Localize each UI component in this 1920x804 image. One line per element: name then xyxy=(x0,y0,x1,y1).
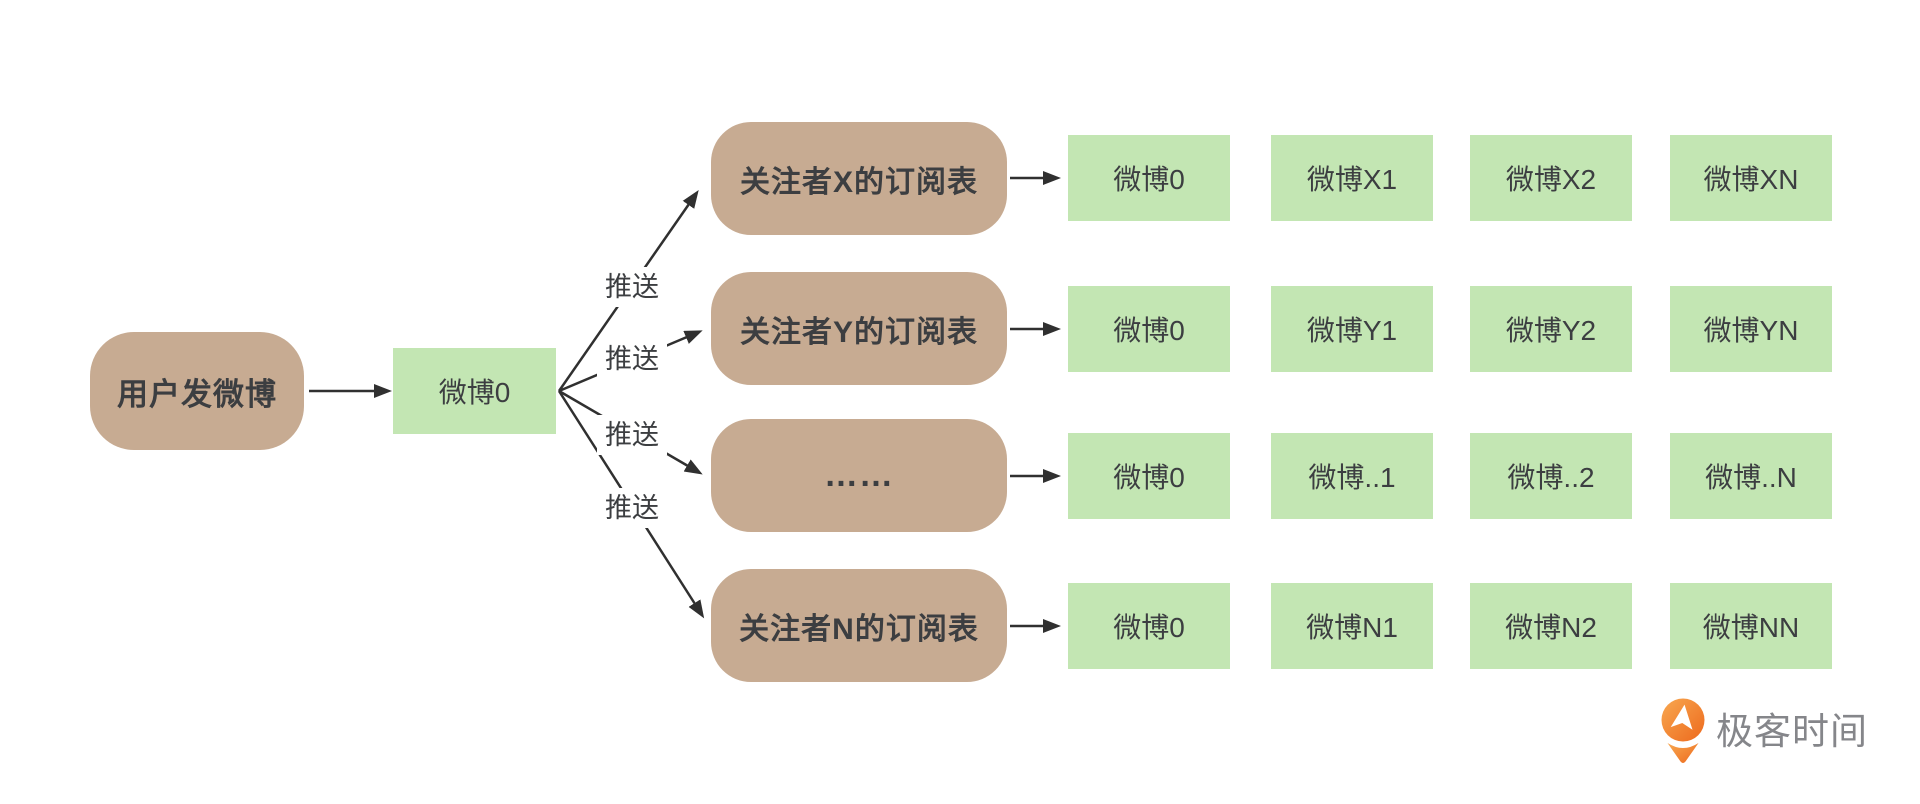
geektime-logo-icon xyxy=(1661,698,1705,763)
push-edge-label-3: 推送 xyxy=(597,415,667,455)
weibo-item: 微博..2 xyxy=(1470,433,1632,519)
subscription-list-follower-x: 关注者X的订阅表 xyxy=(711,122,1007,235)
source-node-user-posts-weibo: 用户发微博 xyxy=(90,332,304,450)
weibo-item: 微博Y2 xyxy=(1470,286,1632,372)
weibo-item: 微博0 xyxy=(1068,135,1230,221)
subscription-list-follower-n: 关注者N的订阅表 xyxy=(711,569,1007,682)
subscription-list-ellipsis: …… xyxy=(711,419,1007,532)
weibo-item: 微博..1 xyxy=(1271,433,1433,519)
weibo-item: 微博N1 xyxy=(1271,583,1433,669)
weibo-item: 微博0 xyxy=(1068,433,1230,519)
subscription-list-follower-y: 关注者Y的订阅表 xyxy=(711,272,1007,385)
weibo-item: 微博XN xyxy=(1670,135,1832,221)
weibo-item: 微博N2 xyxy=(1470,583,1632,669)
weibo0-node: 微博0 xyxy=(393,348,556,434)
geektime-watermark: 极客时间 xyxy=(1660,698,1868,766)
push-edge-label-2: 推送 xyxy=(597,339,667,379)
weibo-item: 微博X2 xyxy=(1470,135,1632,221)
weibo-item: 微博X1 xyxy=(1271,135,1433,221)
push-edge-label-4: 推送 xyxy=(597,488,667,528)
push-edge-label-1: 推送 xyxy=(597,267,667,307)
weibo-item: 微博0 xyxy=(1068,286,1230,372)
weibo-item: 微博Y1 xyxy=(1271,286,1433,372)
geektime-brand-text: 极客时间 xyxy=(1716,711,1868,752)
weibo-item: 微博..N xyxy=(1670,433,1832,519)
weibo-item: 微博0 xyxy=(1068,583,1230,669)
weibo-item: 微博NN xyxy=(1670,583,1832,669)
weibo-item: 微博YN xyxy=(1670,286,1832,372)
